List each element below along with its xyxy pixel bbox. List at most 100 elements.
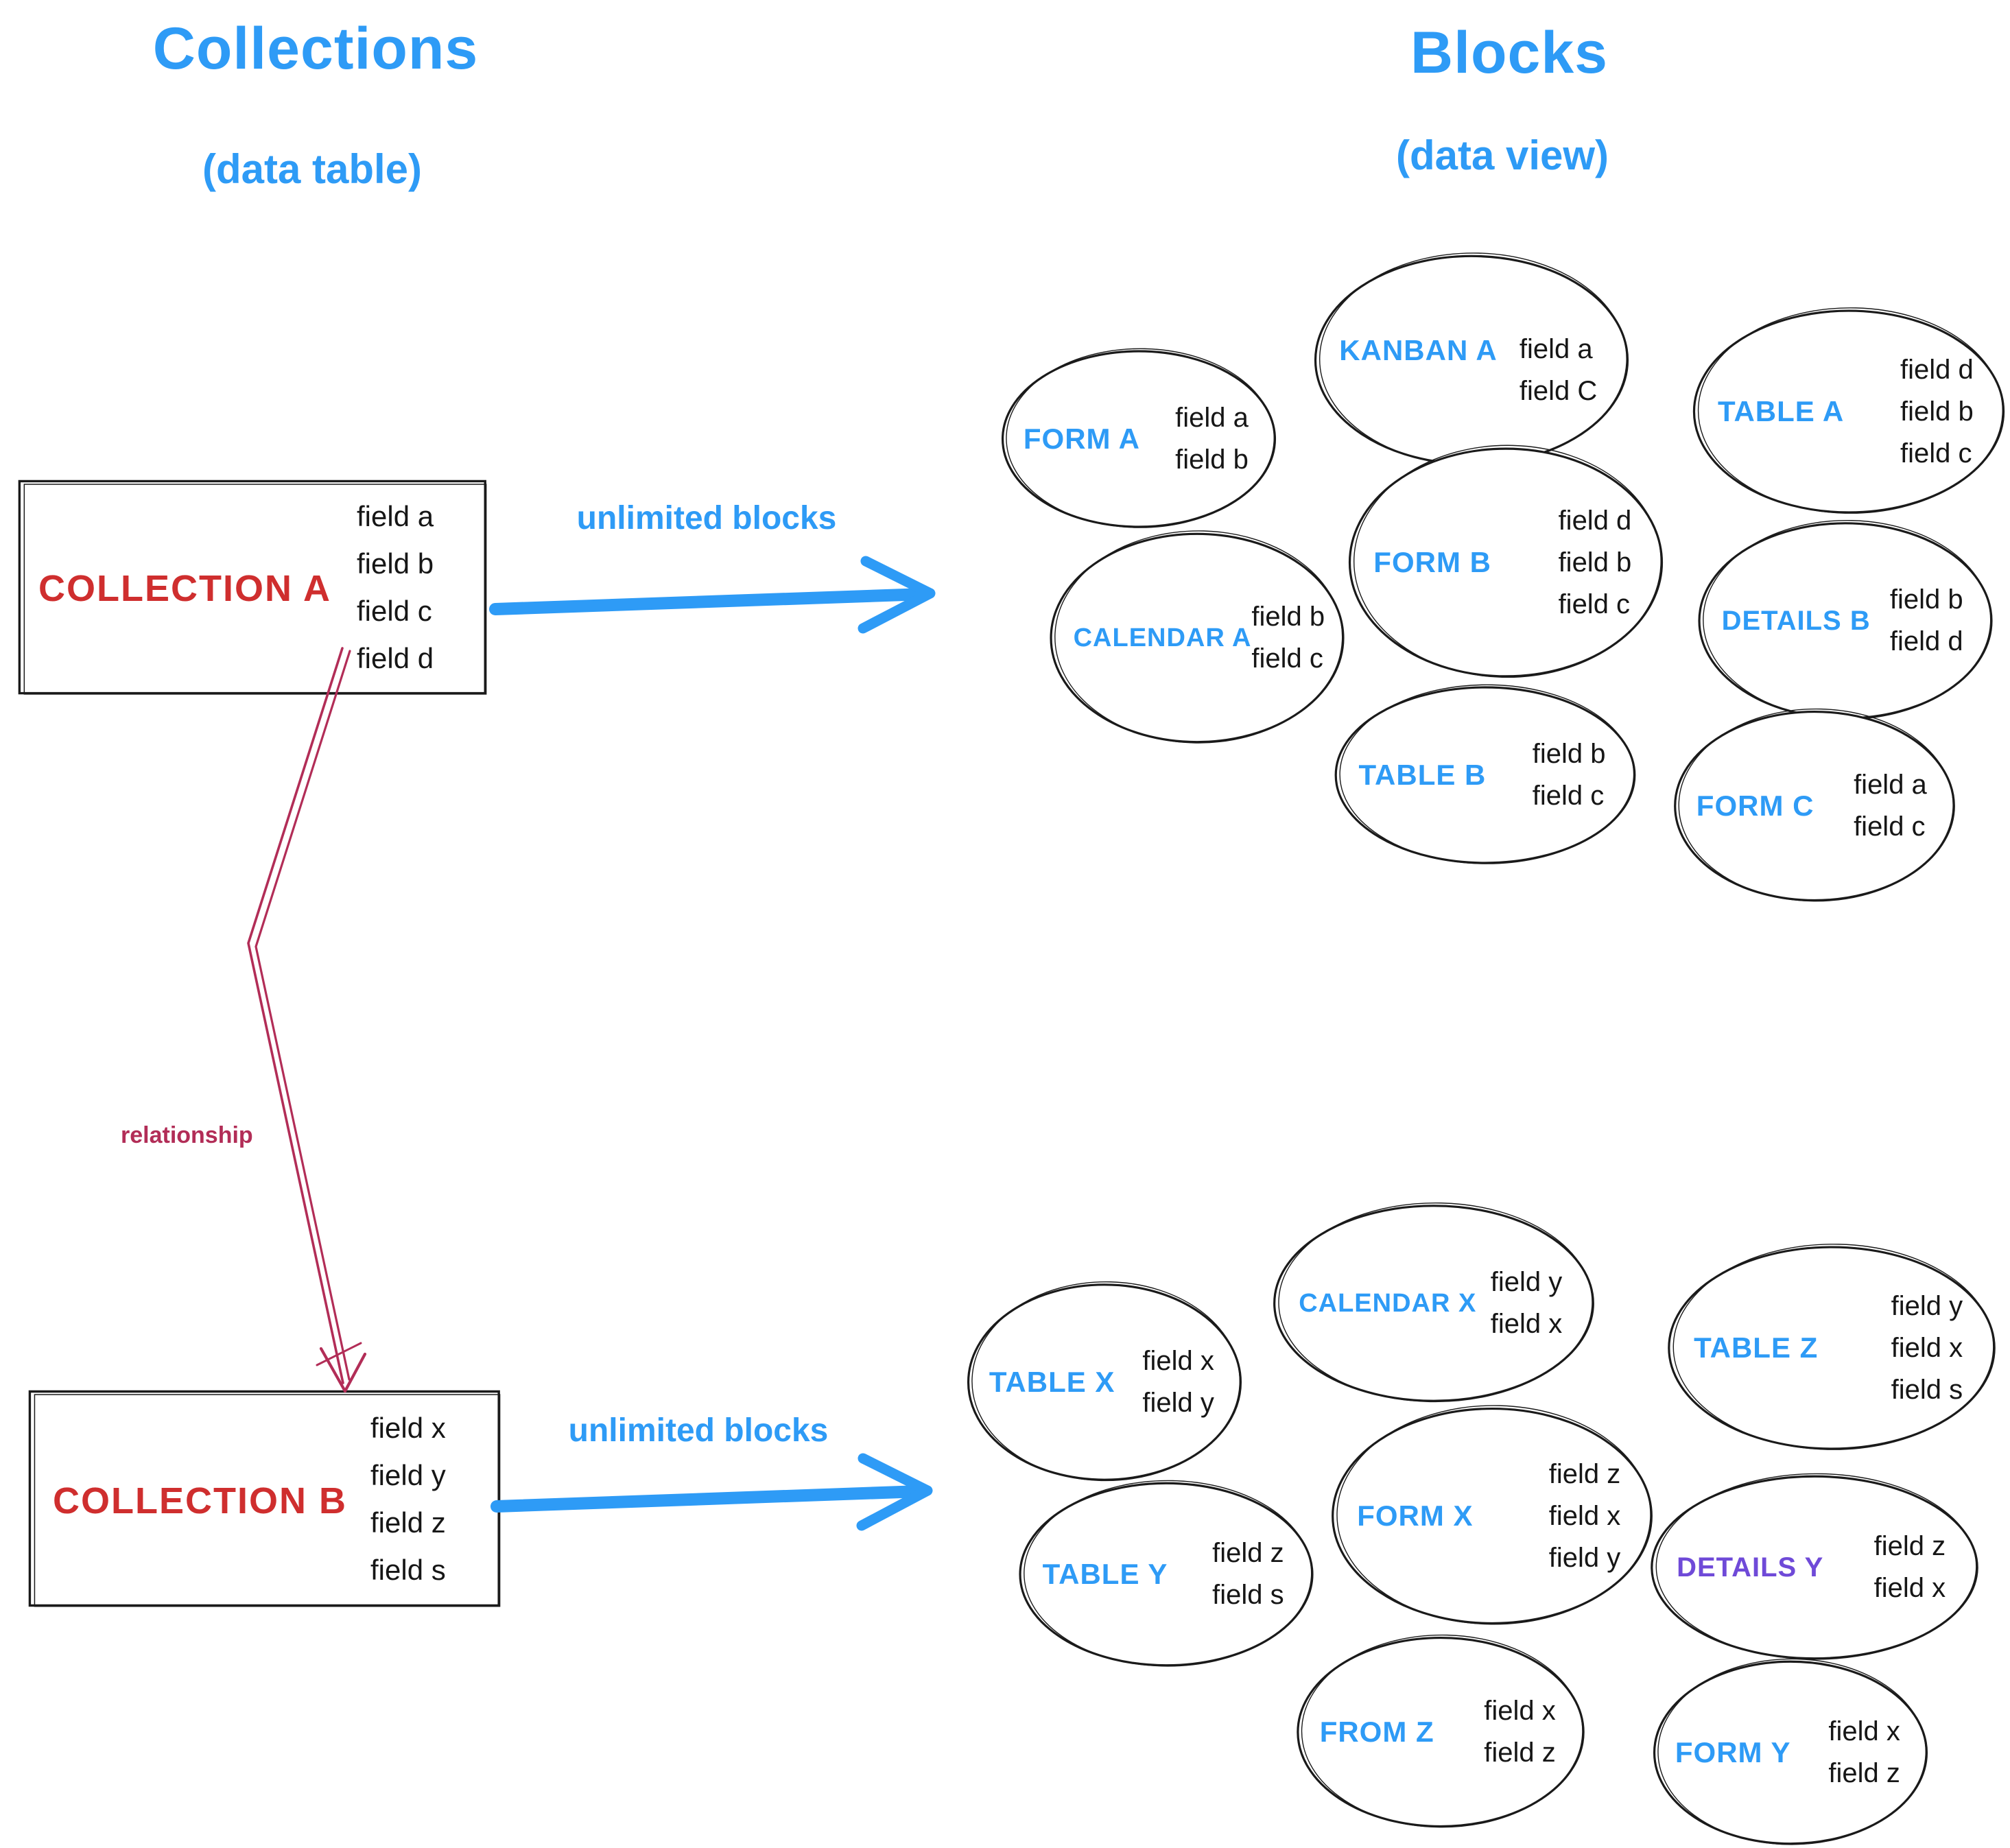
block-field: field z xyxy=(1484,1738,1556,1768)
block-calendar-a: CALENDAR A field b field c xyxy=(1046,528,1348,748)
relationship-arrow xyxy=(247,647,367,1393)
collection-field: field c xyxy=(357,595,432,627)
block-field: field s xyxy=(1212,1580,1284,1610)
block-label: TABLE A xyxy=(1717,395,1845,427)
block-field: field b xyxy=(1889,584,1963,615)
block-label: DETAILS B xyxy=(1721,605,1871,636)
block-field: field z xyxy=(1873,1531,1946,1561)
block-table-y: TABLE Y field z field s xyxy=(1015,1478,1317,1670)
block-label: FORM B xyxy=(1373,546,1491,578)
unlimited-blocks-label-bottom: unlimited blocks xyxy=(568,1412,829,1449)
block-fields: field a field c xyxy=(1854,770,1927,842)
block-label: FORM Y xyxy=(1675,1736,1791,1768)
block-fields: field b field c xyxy=(1533,739,1606,812)
block-field: field b xyxy=(1175,445,1249,475)
block-field: field z xyxy=(1828,1758,1900,1788)
block-outline xyxy=(1646,1471,1983,1663)
block-fields: field b field d xyxy=(1890,584,1963,657)
collection-b-fields: field x field y field z field s xyxy=(370,1412,446,1587)
block-outline xyxy=(1015,1478,1317,1670)
block-label: CALENDAR A xyxy=(1073,623,1252,652)
collection-a-box: COLLECTION A field a field b field c fie… xyxy=(14,477,492,698)
block-field: field d xyxy=(1900,354,1974,385)
block-field: field c xyxy=(1900,438,1972,469)
block-field: field x xyxy=(1484,1696,1556,1726)
block-form-a: FORM A field a field b xyxy=(998,346,1279,532)
block-field: field c xyxy=(1251,643,1323,674)
block-outline xyxy=(1327,1403,1657,1629)
block-fields: field b field c xyxy=(1251,602,1325,674)
block-form-c: FORM C field a field c xyxy=(1670,707,1959,905)
block-fields: field z field x field y xyxy=(1549,1459,1621,1574)
block-field: field x xyxy=(1490,1309,1563,1339)
block-calendar-x: CALENDAR X field y field x xyxy=(1269,1200,1598,1406)
collection-field: field x xyxy=(370,1412,446,1444)
block-outline xyxy=(1689,305,2009,518)
block-outline xyxy=(1331,683,1640,868)
block-field: field y xyxy=(1490,1267,1563,1297)
block-table-x: TABLE X field x field y xyxy=(964,1279,1245,1485)
unlimited-blocks-label-top: unlimited blocks xyxy=(576,500,837,536)
collection-field: field z xyxy=(370,1506,446,1539)
blocks-title: Blocks xyxy=(1410,20,1609,86)
block-field: field x xyxy=(1142,1346,1214,1376)
block-kanban-a: KANBAN A field a field C xyxy=(1310,250,1633,470)
block-field: field x xyxy=(1828,1716,1900,1746)
block-outline xyxy=(1670,707,1959,905)
collection-a-label: COLLECTION A xyxy=(38,568,331,609)
block-form-b: FORM B field d field b field c xyxy=(1345,442,1667,683)
block-field: field x xyxy=(1873,1573,1946,1603)
block-label: TABLE Z xyxy=(1694,1331,1819,1364)
block-label: DETAILS Y xyxy=(1677,1552,1824,1583)
block-field: field x xyxy=(1548,1500,1621,1531)
block-label: FORM X xyxy=(1357,1500,1474,1532)
blocks-subtitle: (data view) xyxy=(1395,132,1609,178)
collection-b-label: COLLECTION B xyxy=(53,1480,347,1521)
block-fields: field a field b xyxy=(1175,403,1249,475)
block-details-b: DETAILS B field b field d xyxy=(1694,518,1996,724)
block-table-a: TABLE A field d field b field c xyxy=(1689,305,2009,518)
collection-a-fields: field a field b field c field d xyxy=(357,500,434,675)
block-field: field x xyxy=(1891,1332,1963,1363)
block-field: field y xyxy=(1548,1542,1621,1573)
block-field: field d xyxy=(1558,505,1632,536)
block-field: field b xyxy=(1251,602,1325,632)
block-table-b: TABLE B field b field c xyxy=(1331,683,1640,868)
block-label: TABLE X xyxy=(989,1366,1115,1398)
block-label: KANBAN A xyxy=(1339,334,1498,367)
block-field: field s xyxy=(1891,1374,1963,1405)
block-field: field a xyxy=(1519,334,1593,365)
block-field: field d xyxy=(1889,626,1963,656)
collection-field: field a xyxy=(357,500,434,532)
block-label: TABLE Y xyxy=(1042,1558,1168,1590)
block-fields: field y field x xyxy=(1491,1267,1563,1340)
collection-b-outline xyxy=(24,1387,506,1610)
collections-subtitle: (data table) xyxy=(202,146,423,192)
block-form-y: FORM Y field x field z xyxy=(1650,1657,1931,1848)
block-outline xyxy=(1345,442,1667,683)
relationship-label: relationship xyxy=(121,1122,253,1148)
block-field: field c xyxy=(1532,781,1605,811)
unlimited-blocks-arrow-bottom xyxy=(490,1453,933,1531)
block-field: field b xyxy=(1900,396,1974,427)
block-form-x: FORM X field z field x field y xyxy=(1327,1403,1657,1629)
block-fields: field x field z xyxy=(1828,1716,1900,1789)
block-fields: field y field x field s xyxy=(1891,1291,1963,1406)
block-fields: field d field b field c xyxy=(1559,506,1632,620)
collection-field: field b xyxy=(357,547,434,580)
block-label: FROM Z xyxy=(1319,1716,1434,1748)
block-outline xyxy=(1293,1633,1588,1832)
block-field: field c xyxy=(1854,812,1926,842)
block-outline xyxy=(1046,528,1348,748)
block-label: FORM C xyxy=(1696,790,1814,822)
block-field: field b xyxy=(1558,547,1632,578)
block-fields: field a field C xyxy=(1520,334,1597,407)
block-fields: field z field x xyxy=(1874,1531,1946,1604)
block-field: field b xyxy=(1532,739,1606,769)
block-field: field z xyxy=(1212,1538,1284,1568)
block-label: FORM A xyxy=(1023,423,1140,455)
block-fields: field x field z xyxy=(1484,1696,1556,1768)
block-outline xyxy=(998,346,1279,532)
block-field: field y xyxy=(1142,1388,1214,1418)
block-table-z: TABLE Z field y field x field s xyxy=(1664,1242,2000,1454)
